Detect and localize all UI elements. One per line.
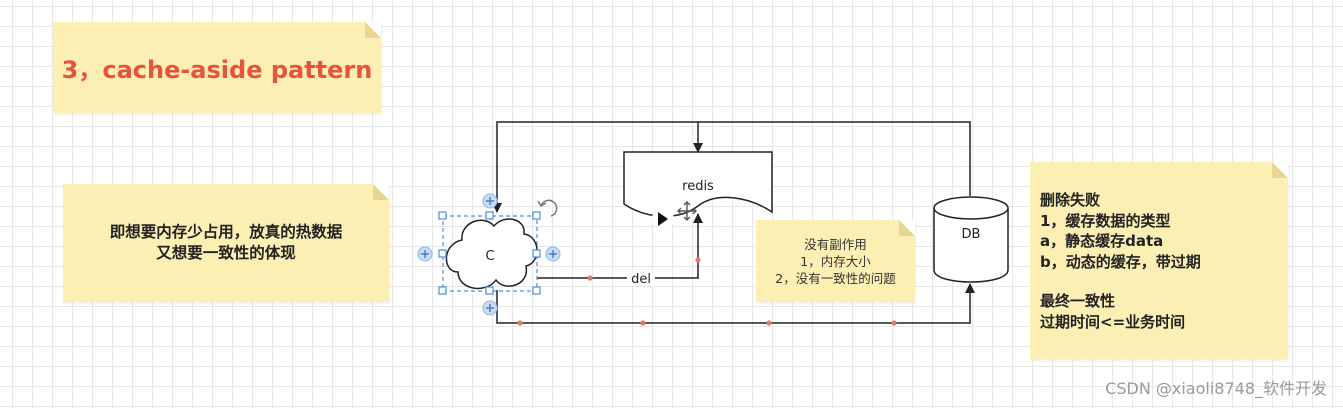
connector-client-to-redis-del[interactable]: [537, 213, 703, 279]
connector-dot: [517, 320, 523, 326]
db-label: DB: [962, 227, 981, 242]
connect-arrow-bottom-icon[interactable]: [482, 300, 498, 316]
left-note[interactable]: 即想要内存少占用，放真的热数据 又想要一致性的体现: [63, 184, 389, 302]
middle-note-line-1: 没有副作用: [804, 236, 867, 252]
move-icon[interactable]: [677, 201, 697, 221]
client-label: C: [485, 249, 494, 264]
middle-note-line-3: 2，没有一致性的问题: [775, 270, 896, 286]
resize-handles[interactable]: [438, 211, 541, 295]
connect-arrow-right-icon[interactable]: [545, 246, 561, 262]
connect-arrow-top-icon[interactable]: [482, 193, 498, 209]
note-fold-corner: [899, 220, 915, 236]
right-note-line-1: 删除失败: [1040, 191, 1101, 209]
right-note[interactable]: 删除失败 1，缓存数据的类型 a，静态缓存data b，动态的缓存，带过期 最终…: [1030, 162, 1288, 359]
left-note-line-2: 又想要一致性的体现: [156, 244, 296, 262]
redis-cache-shape[interactable]: [623, 151, 773, 217]
connector-dot: [695, 257, 701, 263]
connector-dot: [587, 275, 593, 281]
title-note[interactable]: 3，cache-aside pattern: [53, 22, 381, 113]
edge-label-bg: [627, 270, 655, 286]
right-note-spacer: [1040, 272, 1288, 291]
left-note-line-1: 即想要内存少占用，放真的热数据: [109, 223, 343, 241]
note-fold-corner: [1272, 162, 1288, 178]
right-note-line-5: 最终一致性: [1040, 292, 1116, 311]
rotate-icon[interactable]: [537, 199, 558, 217]
connector-dot: [891, 320, 897, 326]
title-text: 3，cache-aside pattern: [61, 56, 373, 84]
right-note-line-4: b，动态的缓存，带过期: [1040, 252, 1201, 271]
connector-dot: [640, 320, 646, 326]
watermark: CSDN @xiaoli8748_软件开发: [1105, 379, 1327, 398]
client-cloud-shape[interactable]: [445, 218, 538, 290]
connect-arrow-left-icon[interactable]: [417, 246, 433, 262]
right-note-line-2: 1，缓存数据的类型: [1040, 211, 1171, 230]
connector-dot: [766, 320, 772, 326]
middle-note[interactable]: 没有副作用 1，内存大小 2，没有一致性的问题: [756, 220, 915, 302]
right-note-line-6: 过期时间<=业务时间: [1040, 312, 1186, 331]
note-fold-corner: [365, 22, 381, 38]
db-cylinder[interactable]: [933, 196, 1009, 283]
play-icon[interactable]: [658, 212, 668, 226]
note-fold-corner: [373, 184, 389, 200]
connector-db-to-client-loop[interactable]: [492, 121, 971, 213]
middle-note-line-2: 1，内存大小: [800, 253, 871, 269]
redis-label: redis: [682, 179, 714, 194]
right-note-line-3: a，静态缓存data: [1040, 232, 1164, 251]
edge-label-del[interactable]: del: [631, 272, 651, 287]
